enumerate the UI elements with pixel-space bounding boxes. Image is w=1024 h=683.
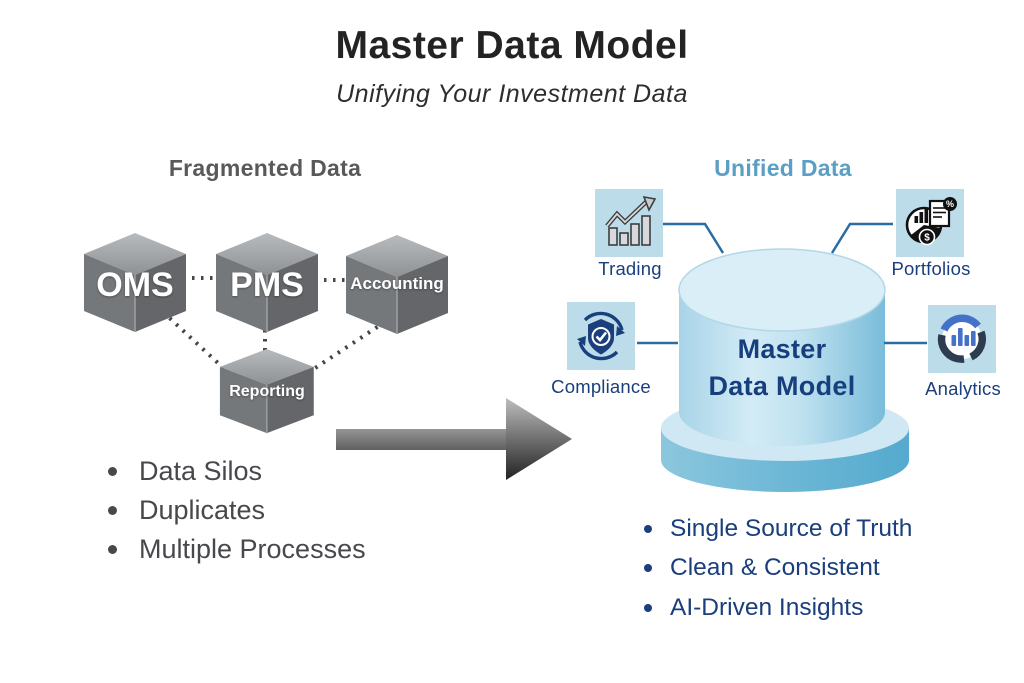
- cube-label-pms: PMS: [230, 266, 304, 304]
- cube-label-reporting: Reporting: [229, 383, 305, 400]
- compliance-node: [567, 302, 635, 370]
- list-item: AI-Driven Insights: [644, 588, 912, 628]
- unified-bullet-list: Single Source of Truth Clean & Consisten…: [644, 509, 912, 628]
- shield-check-cycle-icon: [577, 311, 625, 361]
- trading-node: [595, 189, 663, 257]
- analytics-node: [928, 305, 996, 373]
- unified-data-heading: Unified Data: [714, 155, 852, 181]
- list-item: Duplicates: [108, 491, 366, 530]
- page-title: Master Data Model: [335, 24, 689, 67]
- list-item: Data Silos: [108, 452, 366, 491]
- ring-bar-chart-icon: [937, 314, 987, 363]
- fragmented-data-heading: Fragmented Data: [168, 155, 362, 181]
- fragmented-bullet-list: Data Silos Duplicates Multiple Processes: [108, 452, 366, 569]
- cube-label-accounting: Accounting: [350, 274, 444, 293]
- cube-label-oms: OMS: [96, 266, 174, 304]
- portfolios-label: Portfolios: [891, 258, 971, 279]
- list-item: Clean & Consistent: [644, 549, 912, 589]
- compliance-label: Compliance: [551, 376, 651, 397]
- trading-label: Trading: [598, 258, 662, 279]
- cylinder-label-line1: Master: [737, 334, 827, 364]
- list-item: Single Source of Truth: [644, 509, 912, 549]
- cylinder-label: Master Data Model: [682, 331, 882, 405]
- transition-arrow-icon: [336, 398, 572, 480]
- percent-glyph: %: [946, 199, 954, 209]
- dollar-glyph: $: [924, 233, 930, 244]
- analytics-label: Analytics: [925, 378, 1001, 399]
- cylinder-label-line2: Data Model: [708, 371, 856, 401]
- pie-chart-report-icon: % $: [905, 197, 957, 246]
- unified-connectors: [637, 222, 927, 345]
- portfolios-node: % $: [896, 189, 964, 257]
- page-subtitle: Unifying Your Investment Data: [336, 80, 688, 108]
- growth-bar-chart-icon: [605, 195, 657, 246]
- list-item: Multiple Processes: [108, 530, 366, 569]
